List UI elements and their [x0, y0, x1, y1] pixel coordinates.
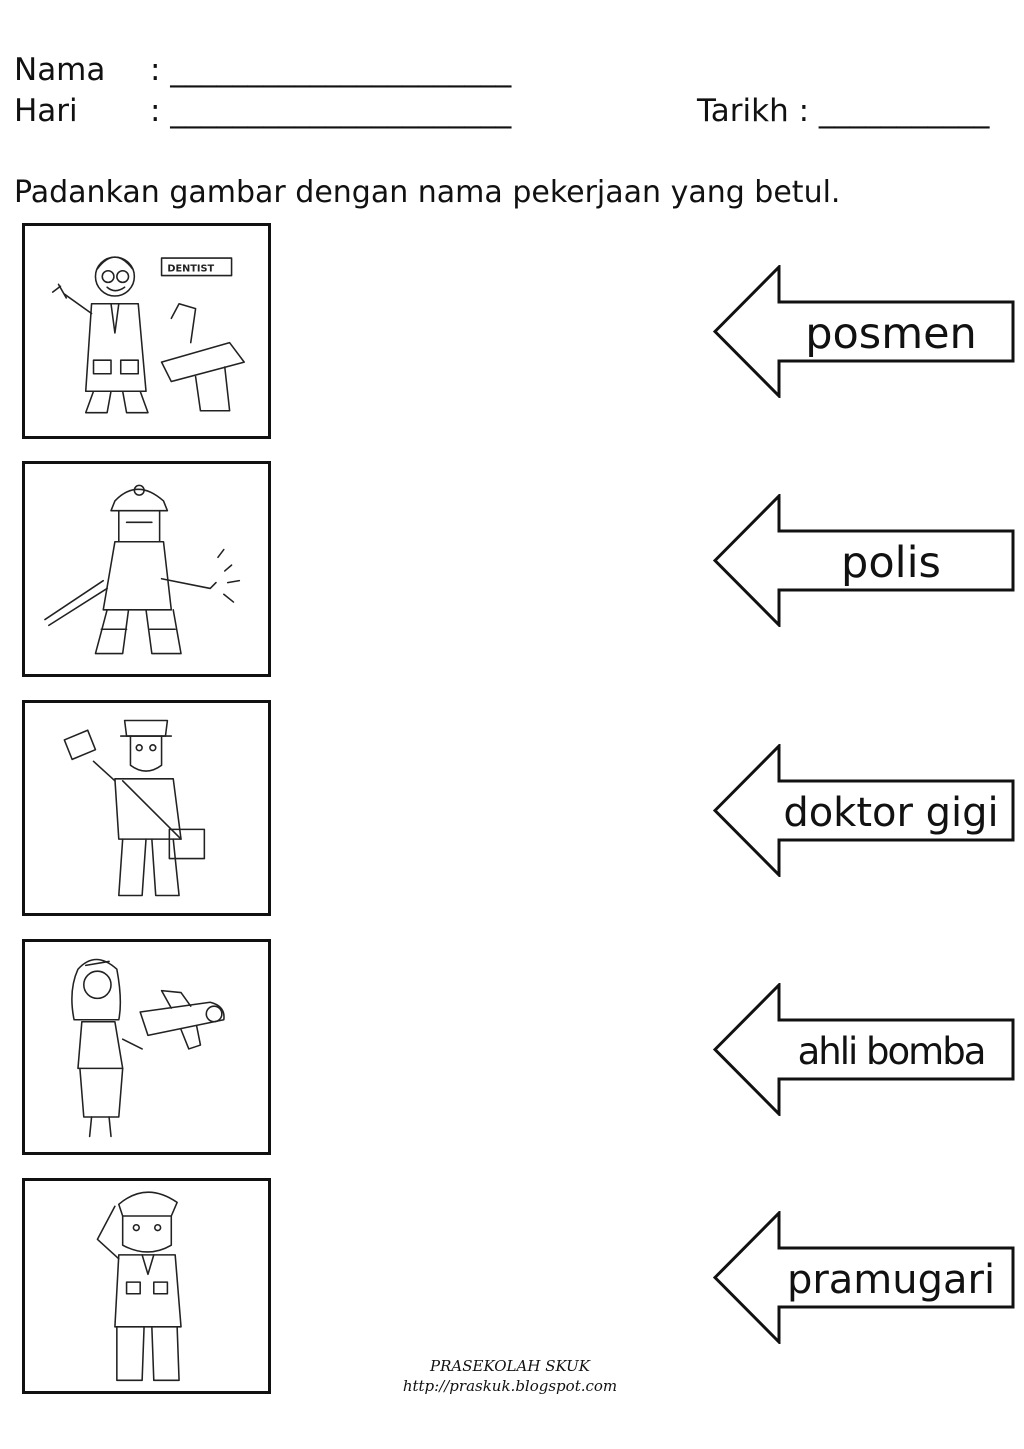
instruction-text: Padankan gambar dengan nama pekerjaan ya… [14, 175, 841, 210]
answer-arrow[interactable]: pramugari [713, 1211, 1015, 1344]
dentist-sign-text: DENTIST [167, 264, 214, 275]
left-arrow-icon [713, 1211, 1015, 1344]
answer-label: ahli bomba [797, 1030, 987, 1073]
flight-attendant-picture[interactable] [22, 939, 271, 1155]
left-arrow-icon [713, 494, 1015, 627]
police-picture[interactable] [22, 1178, 271, 1394]
footer: PRASEKOLAH SKUK http://praskuk.blogspot.… [380, 1356, 640, 1396]
day-field[interactable]: : ______________________ [150, 93, 512, 129]
answer-label: doktor gigi [783, 790, 999, 836]
firefighter-picture[interactable] [22, 461, 271, 677]
answer-arrow[interactable]: polis [713, 494, 1015, 627]
left-arrow-icon [713, 265, 1015, 398]
answer-arrow[interactable]: doktor gigi [713, 744, 1015, 877]
left-arrow-icon [713, 983, 1015, 1116]
name-field[interactable]: : ______________________ [150, 52, 512, 88]
name-label: Nama [14, 52, 106, 88]
answer-label: polis [841, 538, 941, 588]
footer-url[interactable]: http://praskuk.blogspot.com [402, 1377, 618, 1395]
answer-arrow[interactable]: posmen [713, 265, 1015, 398]
day-label: Hari [14, 93, 78, 129]
postman-picture[interactable] [22, 700, 271, 916]
footer-school: PRASEKOLAH SKUK [430, 1357, 590, 1375]
dentist-picture[interactable]: DENTIST [22, 223, 271, 439]
date-field[interactable]: Tarikh : ___________ [697, 93, 990, 129]
answer-label: posmen [805, 309, 977, 359]
answer-arrow[interactable]: ahli bomba [713, 983, 1015, 1116]
answer-label: pramugari [786, 1257, 996, 1303]
left-arrow-icon [713, 744, 1015, 877]
